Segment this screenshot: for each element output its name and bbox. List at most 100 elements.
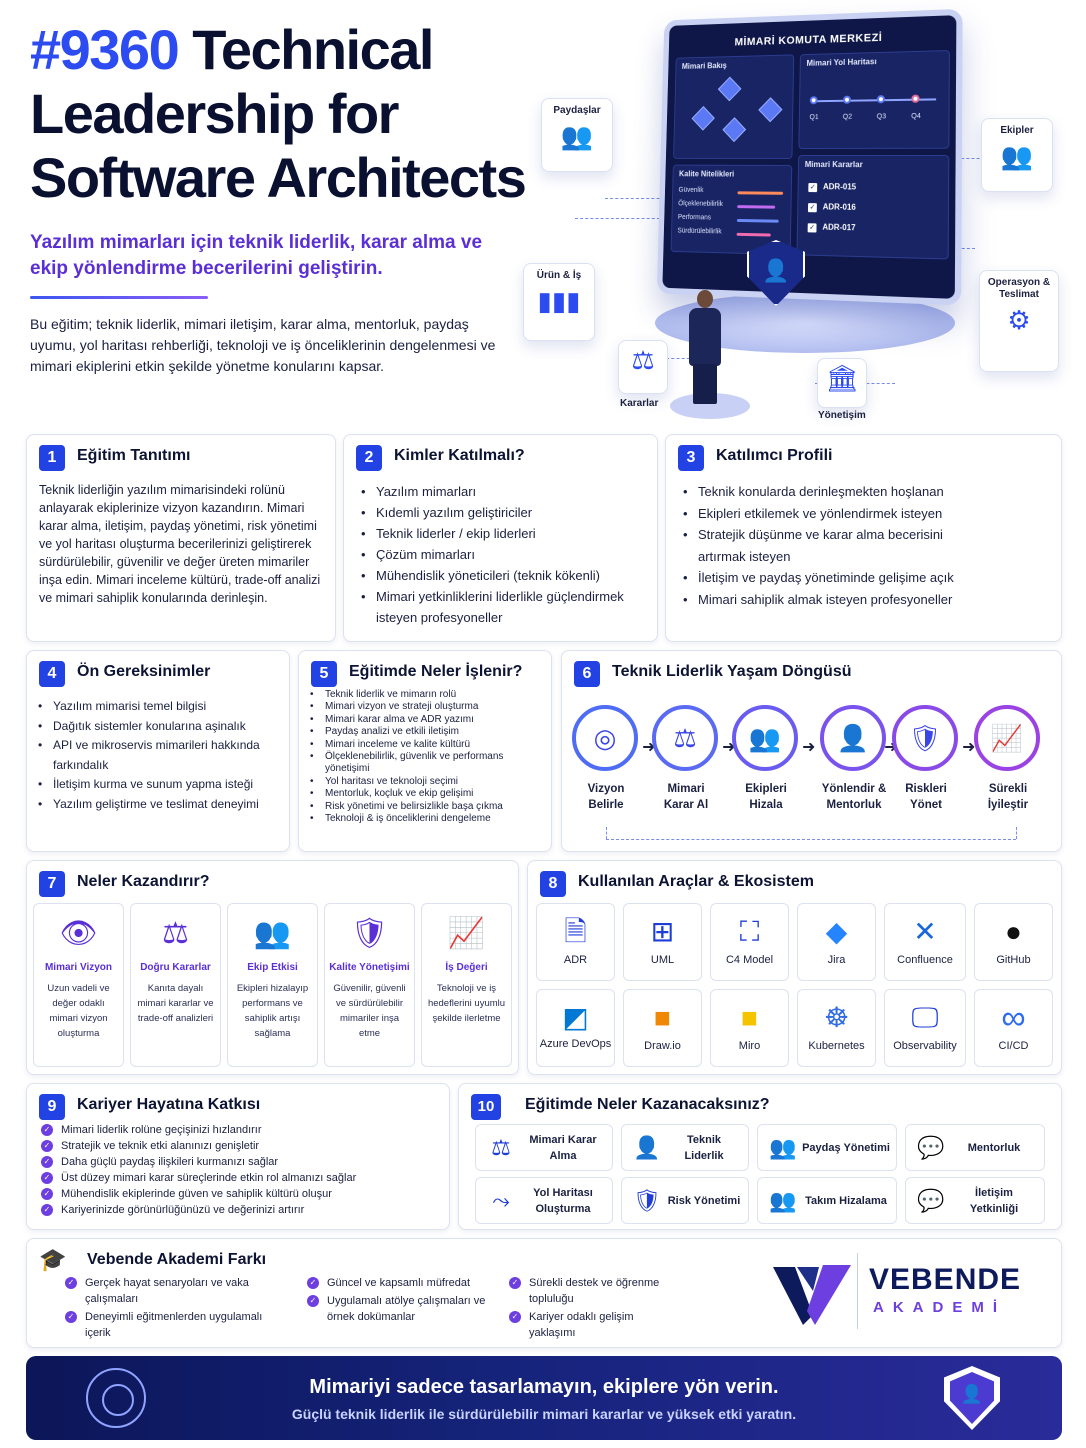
gain-label: Teknik Liderlik: [684, 1133, 724, 1162]
quality-item: Sürdürülebilirlik: [677, 227, 722, 236]
list-item: Teknoloji & iş önceliklerini dengeleme: [307, 813, 543, 826]
quality-bar: [737, 205, 776, 209]
monitor-chart-icon: 🖵: [911, 1002, 939, 1033]
cube-icon: [717, 76, 742, 102]
banner-subline: Güçlü teknik liderlik ile sürdürülebilir…: [291, 1406, 797, 1422]
benefit-title: Doğru Kararlar: [140, 962, 211, 973]
list-item: İletişim ve paydaş yönetiminde gelişime …: [680, 567, 980, 589]
gain-label: Paydaş Yönetimi: [802, 1141, 890, 1154]
prerequisites-list: Yazılım mimarisi temel bilgisi Dağıtık s…: [35, 697, 279, 814]
list-item: Mentorluk, koçluk ve ekip gelişimi: [307, 788, 543, 801]
product-card: Ürün & İş ▮▮▮: [523, 263, 595, 341]
section-title: Neler Kazandırır?: [77, 873, 210, 890]
list-item: Kıdemli yazılım geliştiriciler: [358, 502, 643, 523]
section-number: 5: [311, 661, 337, 687]
gain-card: 🛡Risk Yönetimi: [621, 1177, 749, 1224]
gain-card: 👥Takım Hizalama: [757, 1177, 897, 1224]
command-center-monitor: MİMARİ KOMUTA MERKEZİ Mimari Bakış Mimar…: [656, 8, 963, 306]
adr-item: ADR-015: [808, 182, 856, 193]
roadmap-label: Mimari Yol Haritası: [806, 57, 877, 68]
academy-list-col1: Gerçek hayat senaryoları ve vaka çalışma…: [65, 1275, 265, 1341]
gain-card: ⚖Mimari Karar Alma: [475, 1124, 613, 1171]
scales-icon: ⚖: [652, 705, 718, 771]
bar-chart-icon: ▮▮▮: [537, 286, 581, 316]
tool-label: Azure DevOps: [539, 1038, 612, 1050]
section-title: Kariyer Hayatına Katkısı: [77, 1096, 261, 1113]
cycle-return-line: [606, 827, 607, 839]
tool-label: Jira: [827, 954, 846, 966]
monitor-title: MİMARİ KOMUTA MERKEZİ: [734, 31, 883, 49]
section-title: Kullanılan Araçlar & Ekosistem: [578, 873, 814, 890]
list-item: Ölçeklenebilirlik, güvenlik ve performan…: [307, 751, 543, 776]
chat-bubble-icon: 💬: [917, 1188, 945, 1213]
hero-illustration: MİMARİ KOMUTA MERKEZİ Mimari Bakış Mimar…: [515, 8, 1075, 428]
azure-devops-icon: ◩: [562, 1002, 589, 1033]
section-profile: 3 Katılımcı Profili Teknik konularda der…: [665, 434, 1062, 642]
section-lifecycle: 6 Teknik Liderlik Yaşam Döngüsü ◎ Vizyon…: [561, 650, 1062, 852]
governance-tag: Yönetişim: [818, 410, 866, 421]
section-number: 9: [39, 1094, 65, 1120]
gain-label: Yol Haritası Oluşturma: [533, 1186, 593, 1215]
list-item: Mühendislik ekiplerinde güven ve sahipli…: [41, 1186, 439, 1202]
tool-card: ☸Kubernetes: [797, 989, 876, 1067]
scales-icon: ⚖: [631, 345, 655, 375]
quality-bar: [736, 232, 771, 237]
section-title: Vebende Akademi Farkı: [87, 1251, 267, 1268]
list-item: Teknik konularda derinleşmekten hoşlanan: [680, 481, 980, 503]
section-benefits: 7 Neler Kazandırır? 👁 Mimari Vizyon Uzun…: [26, 860, 519, 1075]
tool-label: Observability: [893, 1040, 957, 1052]
team-icon: 👥: [732, 705, 798, 771]
list-item: Mimari sahiplik almak isteyen profesyone…: [680, 589, 980, 611]
logo-name: VEBENDE: [869, 1263, 1022, 1296]
list-item: Kariyer odaklı gelişim yaklaşımı: [509, 1309, 679, 1341]
list-item: Yol haritası ve teknoloji seçimi: [307, 776, 543, 789]
section-number: 7: [39, 871, 65, 897]
tool-card: ●GitHub: [974, 903, 1053, 981]
building-icon: 🏛: [825, 363, 859, 393]
section-number: 2: [356, 445, 382, 471]
cube-icon: [758, 97, 783, 123]
section-career: 9 Kariyer Hayatına Katkısı Mimari liderl…: [26, 1083, 450, 1230]
benefit-title: Mimari Vizyon: [44, 962, 113, 973]
jira-icon: ◆: [825, 916, 848, 947]
tool-label: GitHub: [996, 954, 1031, 966]
lifecycle-step: 👤 Yönlendir &Mentorluk: [812, 705, 896, 813]
list-item: Gerçek hayat senaryoları ve vaka çalışma…: [65, 1275, 265, 1307]
team-icon: 👥: [1000, 141, 1034, 171]
section-number: 4: [39, 661, 65, 687]
section-topics: 5 Eğitimde Neler İşlenir? Teknik liderli…: [298, 650, 552, 852]
gear-icon: ⚙: [1007, 305, 1031, 335]
list-item: Mimari inceleme ve kalite kültürü: [307, 739, 543, 752]
gain-card: 💬Mentorluk: [905, 1124, 1045, 1171]
section-title: Katılımcı Profili: [716, 447, 833, 464]
course-title: Technical Leadership for Software Archit…: [30, 18, 527, 209]
tool-label: Confluence: [897, 954, 953, 966]
benefit-desc: Uzun vadeli ve değer odaklı mimari vizyo…: [47, 983, 110, 1039]
connector-line: [605, 198, 675, 199]
tool-card: ◆ Jira: [797, 903, 876, 981]
quality-item: Performans: [677, 214, 712, 222]
quality-item: Ölçeklenebilirlik: [678, 200, 723, 208]
gain-card: 💬İletişim Yetkinliği: [905, 1177, 1045, 1224]
milestone-dot: [842, 95, 852, 104]
growth-chart-icon: 📈: [974, 705, 1040, 771]
gain-card: 👥Paydaş Yönetimi: [757, 1124, 897, 1171]
quality-bar: [737, 191, 784, 195]
infinity-icon: ∞: [1001, 999, 1026, 1037]
section-number: 8: [540, 871, 566, 897]
tool-card: ✕Confluence: [884, 903, 966, 981]
list-item: API ve mikroservis mimarileri hakkında f…: [35, 736, 279, 775]
list-item: Teknik liderler / ekip liderleri: [358, 523, 643, 544]
uml-diagram-icon: ⊞: [650, 916, 675, 947]
connector-line: [575, 218, 665, 219]
milestone-dot: [809, 96, 818, 105]
list-item: Ekipleri etkilemek ve yönlendirmek istey…: [680, 503, 980, 525]
benefit-desc: Ekipleri hizalayıp performans ve sahipli…: [236, 983, 309, 1039]
banner-headline: Mimariyi sadece tasarlamayın, ekiplere y…: [309, 1376, 779, 1398]
logo-divider: [857, 1253, 858, 1329]
